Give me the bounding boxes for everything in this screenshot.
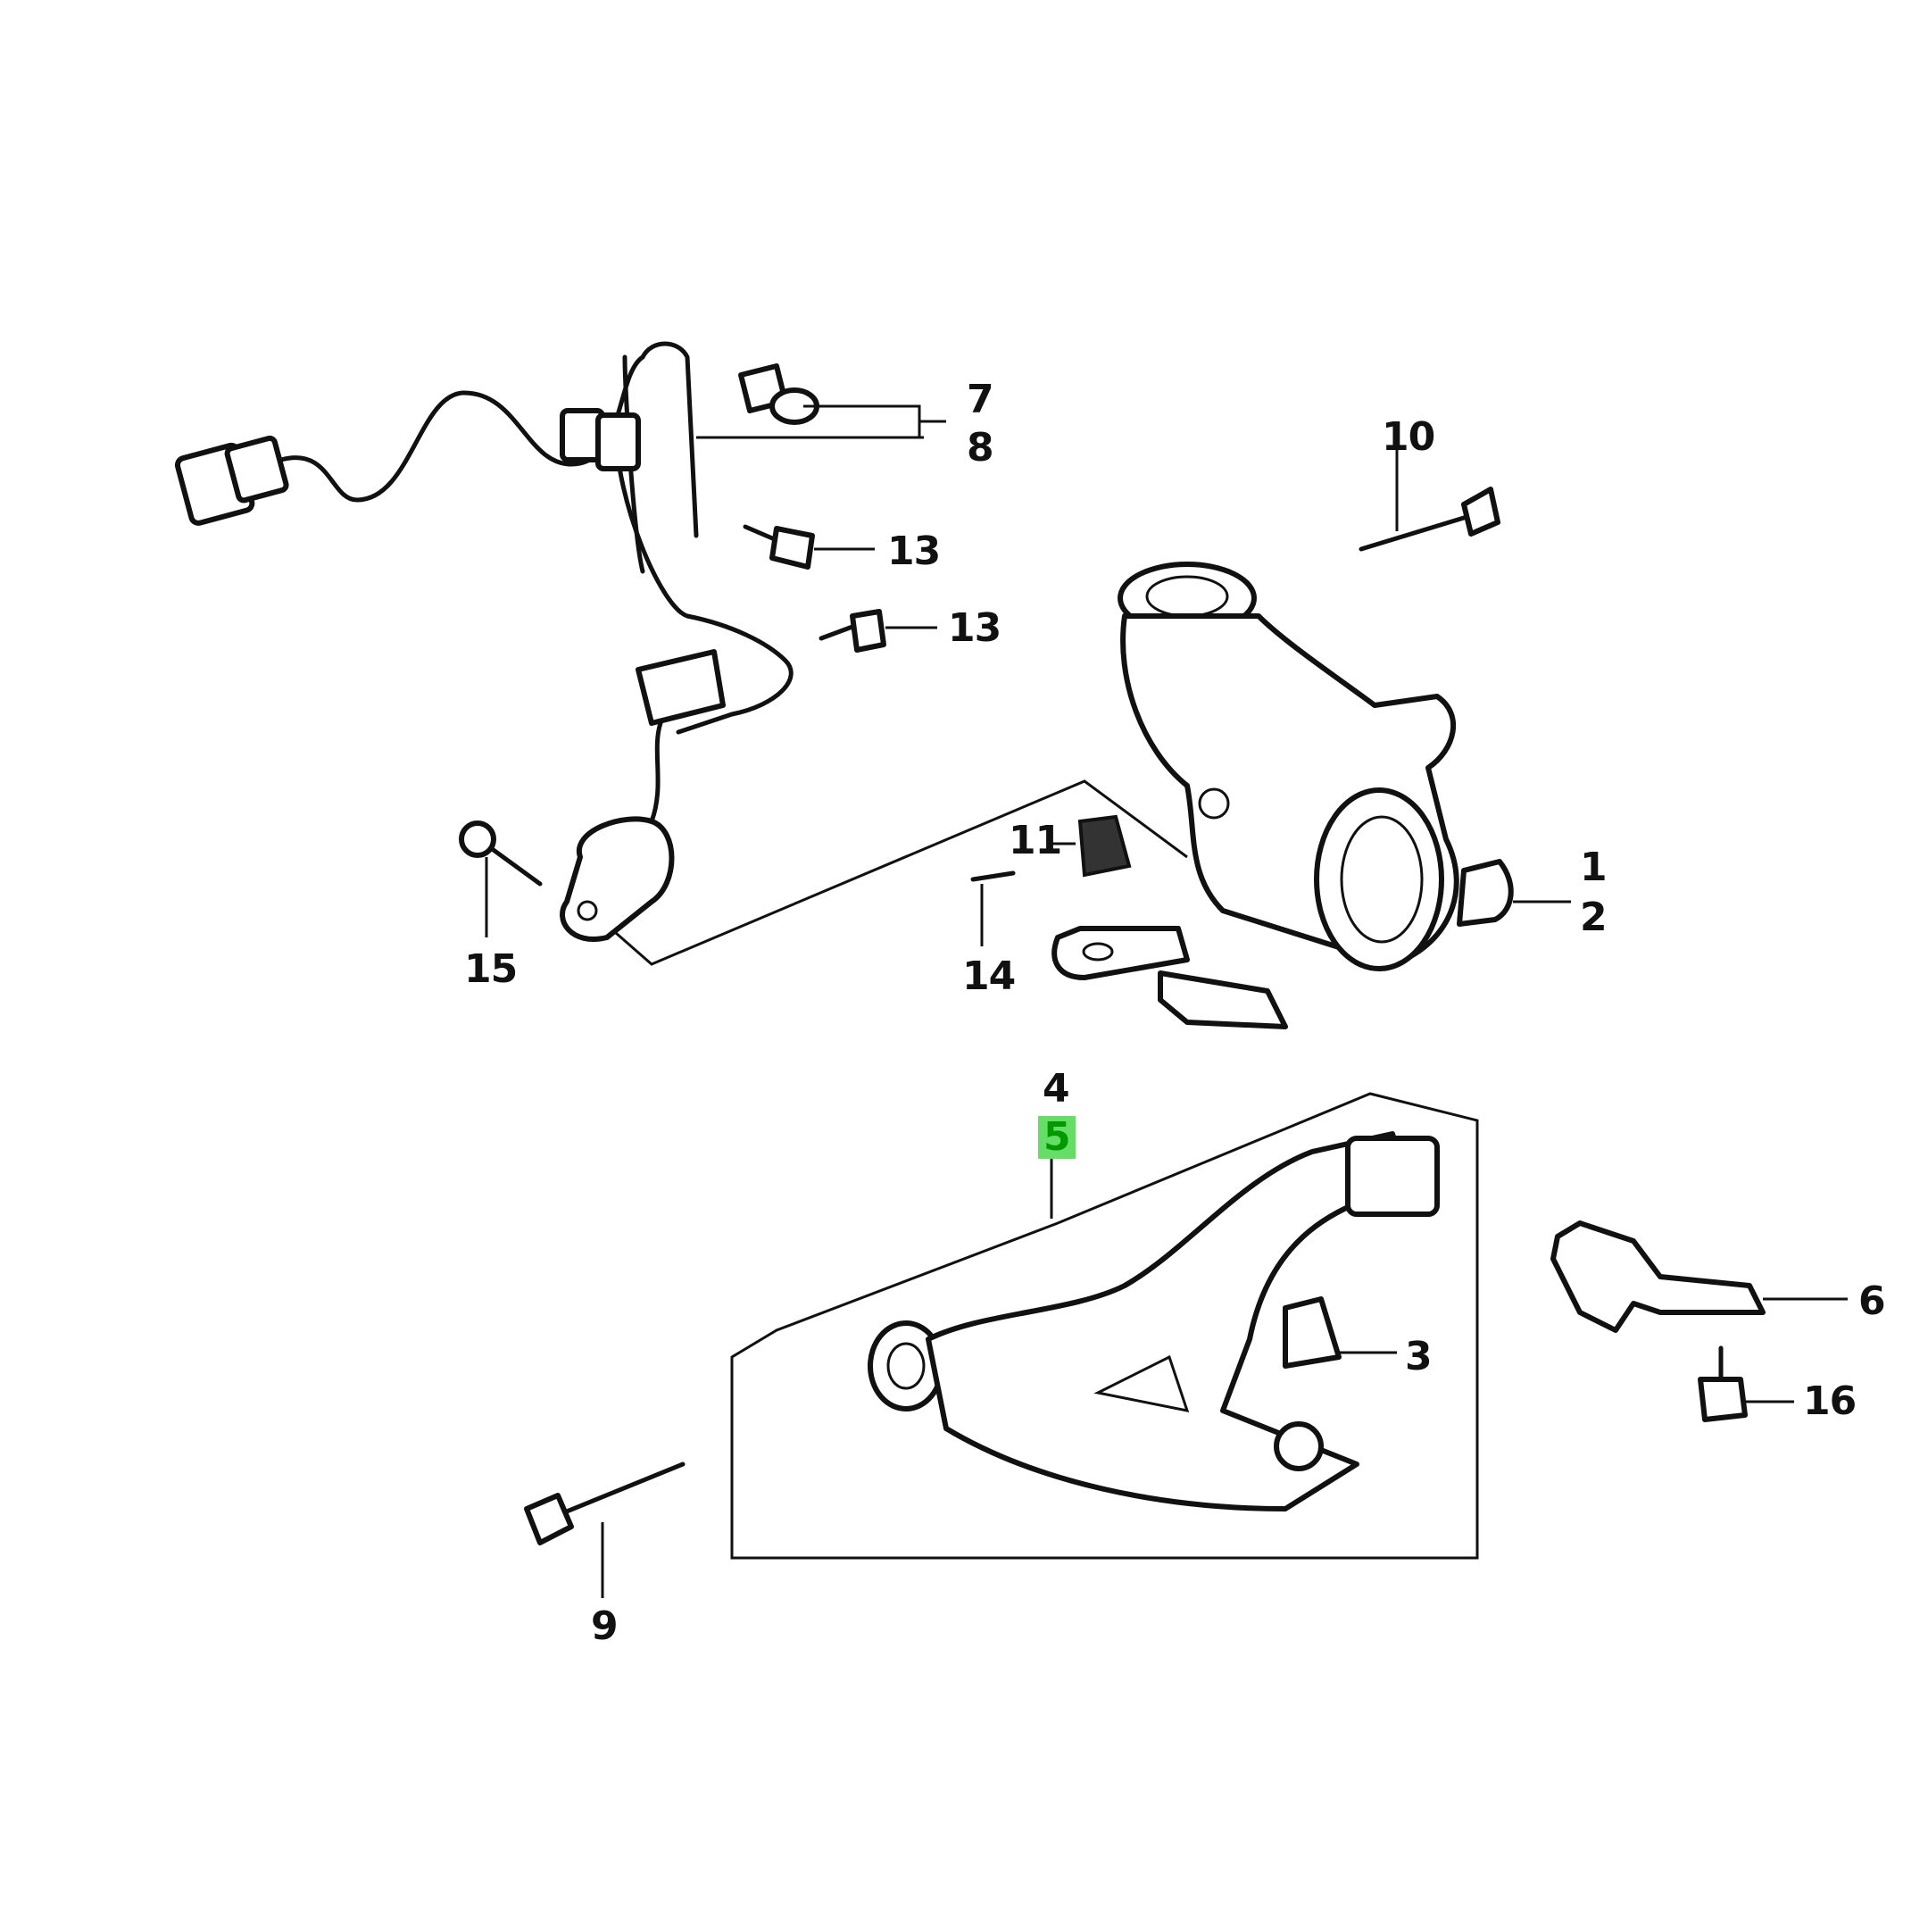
callout-16[interactable]: 16 — [1803, 1378, 1857, 1424]
callout-8[interactable]: 8 — [967, 425, 994, 471]
callout-14[interactable]: 14 — [962, 954, 1016, 999]
callout-1[interactable]: 1 — [1580, 845, 1608, 890]
callout-5-highlighted[interactable]: 5 — [1038, 1116, 1076, 1159]
callout-6[interactable]: 6 — [1858, 1278, 1886, 1324]
callout-3[interactable]: 3 — [1405, 1334, 1433, 1379]
bolt-13a-drawing — [743, 524, 875, 570]
bolt-16-drawing — [1698, 1345, 1794, 1422]
bolt-10-drawing — [1359, 446, 1500, 552]
bolt-13b-drawing — [819, 609, 937, 653]
callout-13a[interactable]: 13 — [887, 529, 941, 574]
callout-9[interactable]: 9 — [591, 1603, 619, 1649]
callout-2[interactable]: 2 — [1580, 895, 1608, 940]
callout-7[interactable]: 7 — [967, 377, 994, 422]
callout-15[interactable]: 15 — [464, 946, 518, 992]
callout-10[interactable]: 10 — [1382, 414, 1435, 460]
callout-11[interactable]: 11 — [1009, 818, 1062, 863]
callout-4[interactable]: 4 — [1043, 1066, 1070, 1112]
nut-11-drawing — [1049, 814, 1132, 878]
bracket-6-drawing — [1550, 1220, 1848, 1333]
steering-knuckle-drawing — [1051, 562, 1571, 1029]
cotter-pin-14-drawing — [970, 870, 1016, 946]
bolt-15-drawing — [459, 820, 543, 937]
clip-drawing — [696, 363, 946, 439]
callout-13b[interactable]: 13 — [948, 605, 1001, 651]
boot-3-drawing — [1283, 1296, 1397, 1369]
abs-sensor-harness-drawing — [174, 341, 1188, 966]
bolt-9-drawing — [524, 1461, 686, 1598]
lower-control-arm-drawing — [730, 1092, 1479, 1560]
